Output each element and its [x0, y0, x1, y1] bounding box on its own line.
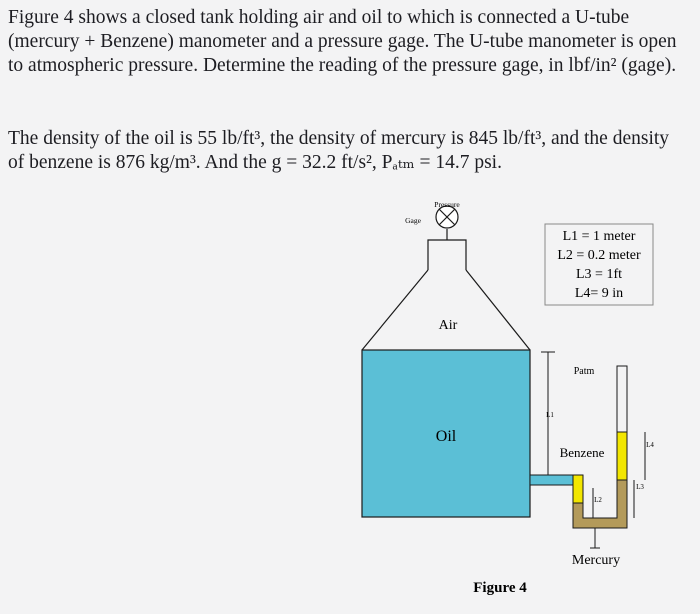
patm-label: Patm — [574, 366, 595, 377]
gage-cross-b — [438, 208, 456, 226]
gage-label-1: Pressure — [434, 200, 460, 209]
oil-region — [361, 349, 531, 518]
l2-label: L2 — [594, 496, 602, 504]
legend-item-l2: L2 = 0.2 meter — [557, 248, 641, 263]
oil-label: Oil — [436, 428, 457, 445]
legend-item-l3: L3 = 1ft — [576, 267, 622, 282]
open-tube — [616, 365, 628, 432]
l4-label: L4 — [646, 441, 654, 449]
tank-neck — [427, 239, 467, 270]
l1-label: L1 — [546, 411, 554, 419]
tank-left-shoulder — [361, 269, 429, 351]
legend-item-l4: L4= 9 in — [575, 286, 623, 301]
legend-box — [544, 223, 654, 306]
air-label: Air — [439, 318, 458, 333]
problem-paragraph-1: Figure 4 shows a closed tank holding air… — [8, 7, 677, 76]
problem-paragraph-2: The density of the oil is 55 lb/ft³, the… — [8, 128, 670, 173]
figure-caption: Figure 4 — [473, 580, 527, 596]
gage-label-2: Gage — [405, 216, 421, 225]
l3-label: L3 — [636, 483, 644, 491]
mercury-label: Mercury — [572, 553, 620, 568]
benzene-label: Benzene — [560, 445, 605, 460]
tank-right-shoulder — [465, 269, 531, 351]
legend-item-l1: L1 = 1 meter — [563, 229, 636, 244]
benzene-column-left — [572, 474, 584, 504]
benzene-column-right — [616, 431, 628, 481]
